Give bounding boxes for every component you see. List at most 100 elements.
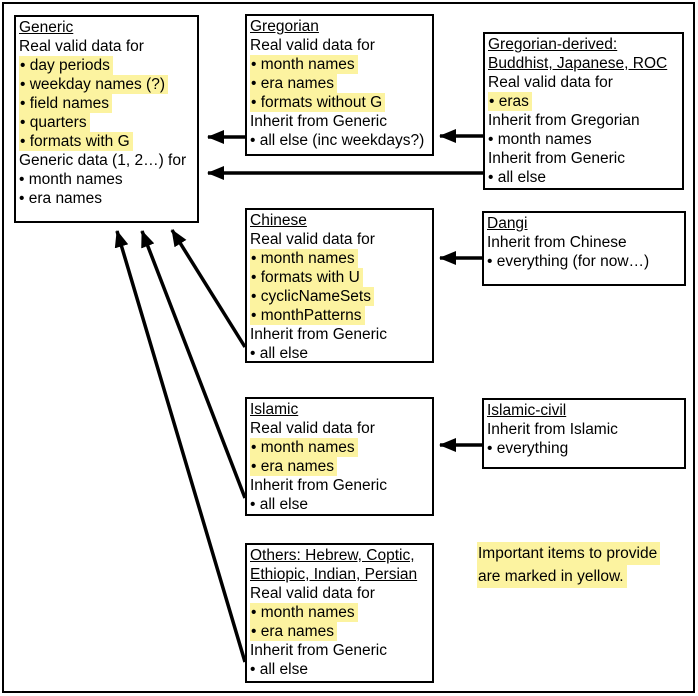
box-title-line: Islamic [250, 401, 299, 418]
highlighted-text: • formats with G [19, 132, 133, 151]
plain-text: Inherit from Generic [250, 642, 387, 659]
box-line: • day periods [19, 56, 197, 75]
highlighted-text: • month names [250, 603, 358, 622]
highlighted-text: • eras [488, 92, 532, 111]
box-title-line: Others: Hebrew, Coptic, [250, 547, 415, 564]
plain-text: Inherit from Generic [250, 113, 387, 130]
box-line: • everything (for now…) [487, 252, 684, 271]
box-title: Islamic [250, 400, 432, 419]
box-title-line: Generic [19, 19, 74, 36]
box-line: • formats with U [250, 268, 432, 287]
box-title: Generic [19, 18, 197, 37]
plain-text: Inherit from Generic [250, 326, 387, 343]
box-line: Real valid data for [250, 419, 432, 438]
box-line: • era names [250, 457, 432, 476]
plain-text: Inherit from Generic [488, 150, 625, 167]
box-line: • field names [19, 94, 197, 113]
box-line: • month names [250, 249, 432, 268]
highlighted-text: • era names [250, 457, 337, 476]
plain-text: Real valid data for [250, 420, 375, 437]
box-title: Gregorian-derived: Buddhist, Japanese, RO… [488, 35, 682, 73]
box-line: Real valid data for [250, 36, 432, 55]
box-line: • monthPatterns [250, 306, 432, 325]
box-line: • month names [250, 603, 432, 622]
plain-text: Real valid data for [250, 231, 375, 248]
highlighted-text: • cyclicNameSets [250, 287, 374, 306]
box-line: • month names [250, 438, 432, 457]
box-gregorian-derived: Gregorian-derived: Buddhist, Japanese, RO… [483, 32, 684, 190]
box-body: Real valid data for• month names• era na… [250, 419, 432, 514]
plain-text: • everything [487, 440, 569, 457]
box-line: Inherit from Generic [488, 149, 682, 168]
highlighted-text: • field names [19, 94, 112, 113]
box-title: Gregorian [250, 17, 432, 36]
box-line: Inherit from Islamic [487, 420, 684, 439]
yellow-note: Important items to provide are marked in… [477, 542, 689, 588]
plain-text: Generic data (1, 2…) for [19, 152, 187, 169]
box-line: Inherit from Generic [250, 476, 432, 495]
box-line: • formats without G [250, 93, 432, 112]
highlighted-text: • formats with U [250, 268, 363, 287]
box-line: Real valid data for [19, 37, 197, 56]
box-line: • cyclicNameSets [250, 287, 432, 306]
plain-text: • all else [488, 169, 546, 186]
box-line: • month names [250, 55, 432, 74]
highlighted-text: • era names [250, 622, 337, 641]
highlighted-text: • month names [250, 55, 358, 74]
box-line: Generic data (1, 2…) for [19, 151, 197, 170]
box-title: Others: Hebrew, Coptic,Ethiopic, Indian,… [250, 546, 432, 584]
box-line: • all else [488, 168, 682, 187]
plain-text: • month names [19, 171, 123, 188]
plain-text: Real valid data for [488, 74, 613, 91]
highlighted-text: • quarters [19, 113, 90, 132]
box-line: • quarters [19, 113, 197, 132]
plain-text: Inherit from Chinese [487, 234, 627, 251]
highlighted-text: • month names [250, 438, 358, 457]
box-title-line: Gregorian-derived: [488, 36, 618, 53]
box-line: • era names [250, 74, 432, 93]
box-islamic-civil: Islamic-civil Inherit from Islamic • ever… [482, 398, 686, 469]
box-line: • formats with G [19, 132, 197, 151]
box-body: Real valid data for• month names• format… [250, 230, 432, 363]
box-line: Inherit from Generic [250, 112, 432, 131]
box-title-line: Chinese [250, 212, 307, 229]
plain-text: Real valid data for [19, 38, 144, 55]
plain-text: Inherit from Generic [250, 477, 387, 494]
box-line: • all else (inc weekdays?) [250, 131, 432, 150]
box-title-line: Dangi [487, 215, 528, 232]
plain-text: • all else [250, 496, 308, 513]
highlighted-text: • era names [250, 74, 337, 93]
box-line: • weekday names (?) [19, 75, 197, 94]
box-line: • eras [488, 92, 682, 111]
box-body: Real valid data for• day periods• weekda… [19, 37, 197, 208]
box-line: • era names [250, 622, 432, 641]
box-body: Inherit from Islamic • everything [487, 420, 684, 458]
plain-text: • month names [488, 131, 592, 148]
box-title: Islamic-civil [487, 401, 684, 420]
plain-text: • everything (for now…) [487, 253, 650, 270]
box-title-line: Buddhist, Japanese, ROC [488, 55, 668, 72]
plain-text: Real valid data for [250, 585, 375, 602]
box-line: Real valid data for [250, 230, 432, 249]
box-line: • all else [250, 660, 432, 679]
note-line: are marked in yellow. [477, 565, 689, 588]
box-title-line: Islamic-civil [487, 402, 567, 419]
box-line: Real valid data for [250, 584, 432, 603]
box-body: Real valid data for• month names• era na… [250, 36, 432, 150]
box-line: • era names [19, 189, 197, 208]
box-islamic: Islamic Real valid data for• month names… [245, 397, 434, 516]
box-line: Inherit from Gregorian [488, 111, 682, 130]
box-others: Others: Hebrew, Coptic,Ethiopic, Indian,… [245, 543, 434, 683]
plain-text: • all else (inc weekdays?) [250, 132, 425, 149]
box-line: • all else [250, 495, 432, 514]
plain-text: Inherit from Islamic [487, 421, 618, 438]
box-line: Inherit from Generic [250, 641, 432, 660]
plain-text: Real valid data for [250, 37, 375, 54]
box-line: • month names [19, 170, 197, 189]
highlighted-text: • formats without G [250, 93, 386, 112]
box-gregorian: Gregorian Real valid data for• month nam… [245, 14, 434, 156]
plain-text: • all else [250, 661, 308, 678]
